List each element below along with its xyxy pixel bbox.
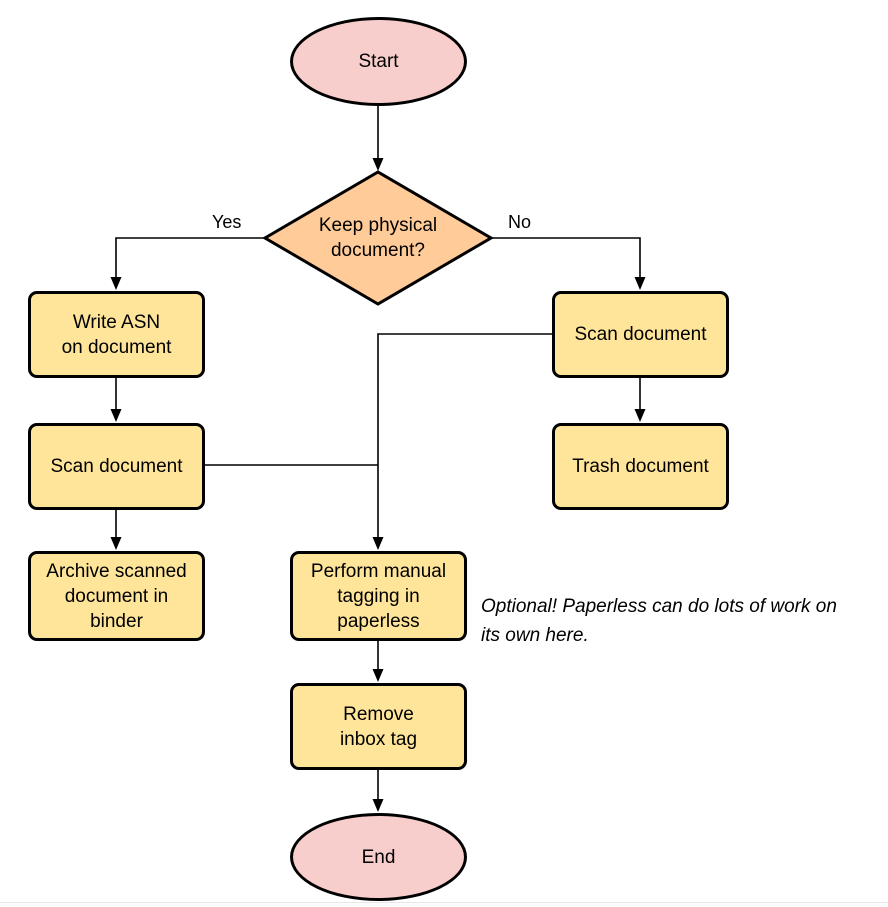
node-write-asn: Write ASN on document	[28, 291, 205, 378]
edge-label-no: No	[508, 212, 532, 232]
arrowhead-into-scan-right	[634, 277, 646, 290]
arrowhead-into-scan-left	[110, 409, 122, 422]
node-archive: Archive scanned document in binder	[28, 551, 205, 641]
node-scan-left: Scan document	[28, 423, 205, 510]
node-start: Start	[290, 17, 467, 106]
note-optional: Optional! Paperless can do lots of work …	[481, 596, 837, 646]
arrowhead-into-tagging	[372, 537, 384, 550]
arrowhead-into-write-asn	[110, 277, 122, 290]
node-scan-right: Scan document	[552, 291, 729, 378]
decision-diamond-shape	[262, 170, 494, 306]
node-remove-inbox: Remove inbox tag	[290, 683, 467, 770]
node-tagging: Perform manual tagging in paperless	[290, 551, 467, 641]
edge-decision-yes	[115, 237, 265, 286]
arrowhead-into-remove	[372, 669, 384, 682]
edge-label-yes: Yes	[212, 212, 242, 232]
edge-scanright-to-tagging	[377, 333, 552, 546]
node-trash: Trash document	[552, 423, 729, 510]
arrowhead-into-decision	[372, 158, 384, 171]
arrowhead-into-archive	[110, 537, 122, 550]
node-end: End	[290, 813, 467, 901]
arrowhead-into-trash	[634, 409, 646, 422]
arrowhead-into-end	[372, 799, 384, 812]
node-decision-label: Keep physical document?	[318, 215, 438, 261]
edge-decision-no	[491, 237, 641, 286]
page-bottom-edge	[0, 902, 888, 907]
